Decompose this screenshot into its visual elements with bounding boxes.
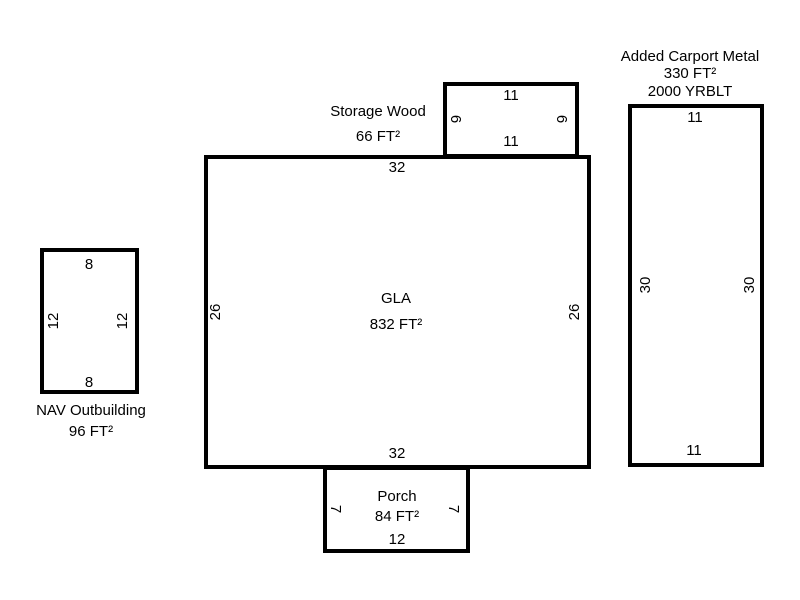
porch-dim-left: 7 (327, 505, 344, 513)
gla-area: 832 FT² (370, 316, 423, 333)
gla-dim-bottom: 32 (389, 445, 406, 462)
porch-area: 84 FT² (375, 508, 419, 525)
carport-dim-right: 30 (741, 277, 758, 294)
carport-year-built: 2000 YRBLT (648, 83, 733, 100)
storage-dim-top: 11 (503, 87, 519, 104)
area-storage-wood[interactable]: Storage Wood 66 FT² 11 11 6 6 (330, 82, 579, 158)
storage-label: Storage Wood (330, 103, 426, 120)
outbuilding-outline[interactable] (40, 248, 139, 394)
outbuilding-dim-right: 12 (114, 313, 131, 330)
carport-dim-left: 30 (637, 277, 654, 294)
gla-outline[interactable] (204, 155, 591, 469)
storage-area: 66 FT² (356, 128, 400, 145)
storage-dim-left: 6 (447, 115, 464, 123)
outbuilding-area: 96 FT² (69, 423, 113, 440)
carport-label: Added Carport Metal (621, 48, 759, 65)
gla-dim-left: 26 (207, 304, 224, 321)
carport-outline[interactable] (628, 104, 764, 467)
porch-outline[interactable] (323, 466, 470, 553)
area-added-carport[interactable]: Added Carport Metal 330 FT² 2000 YRBLT 1… (621, 48, 764, 467)
carport-area: 330 FT² (664, 65, 717, 82)
carport-dim-bottom: 11 (686, 442, 702, 459)
gla-dim-right: 26 (566, 304, 583, 321)
area-nav-outbuilding[interactable]: NAV Outbuilding 96 FT² 8 8 12 12 (36, 248, 146, 440)
area-gla[interactable]: GLA 832 FT² 32 32 26 26 (204, 155, 591, 469)
storage-outline[interactable] (443, 82, 579, 158)
outbuilding-label: NAV Outbuilding (36, 402, 146, 419)
area-porch[interactable]: Porch 84 FT² 12 7 7 (323, 466, 470, 553)
carport-dim-top: 11 (687, 109, 703, 126)
porch-dim-bottom: 12 (389, 531, 406, 548)
gla-dim-top: 32 (389, 159, 406, 176)
porch-label: Porch (377, 488, 416, 505)
storage-dim-bottom: 11 (503, 133, 519, 150)
storage-dim-right: 6 (553, 115, 570, 123)
porch-dim-right: 7 (445, 505, 462, 513)
outbuilding-dim-bottom: 8 (85, 374, 93, 391)
outbuilding-dim-left: 12 (45, 313, 62, 330)
gla-label: GLA (381, 290, 411, 307)
outbuilding-dim-top: 8 (85, 256, 93, 273)
